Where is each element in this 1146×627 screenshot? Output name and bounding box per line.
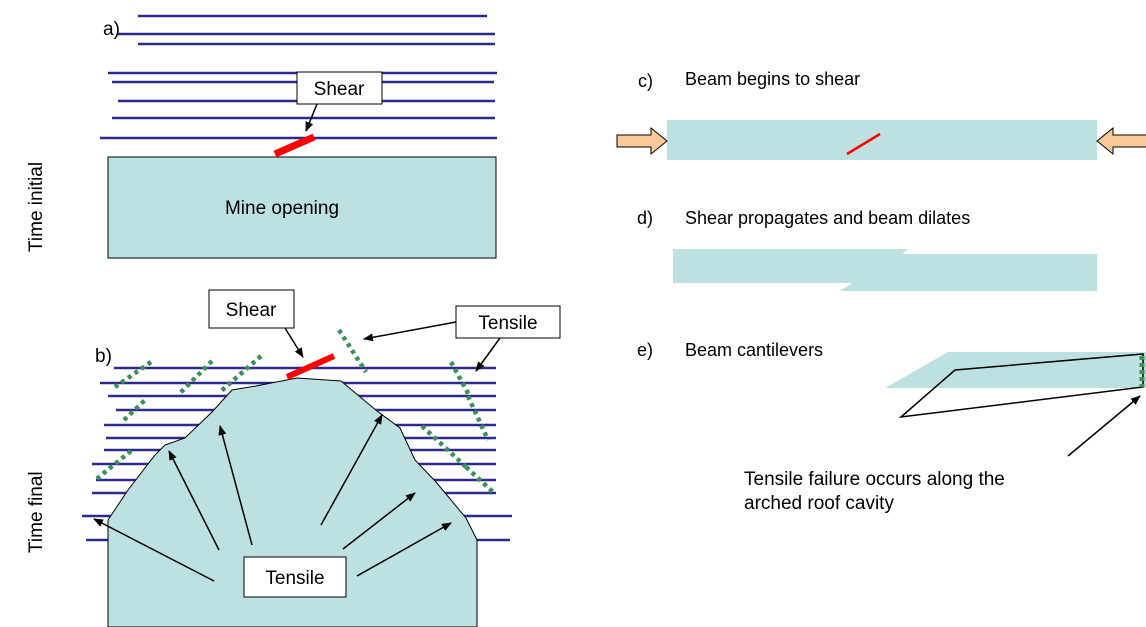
panel-d-text: Shear propagates and beam dilates bbox=[685, 208, 970, 228]
panel-e: e) Beam cantilevers Tensile failure occu… bbox=[637, 340, 1146, 514]
tensile-label-box-bottom bbox=[243, 556, 347, 598]
tensile-failure-text-1: Tensile failure occurs along the bbox=[744, 469, 1005, 490]
tensile-failure-text-2: arched roof cavity bbox=[744, 493, 894, 514]
time-final-label: Time final bbox=[26, 471, 47, 553]
panel-d-label: d) bbox=[637, 208, 653, 228]
shear-mark-a bbox=[273, 133, 316, 158]
shear-label-box-b bbox=[208, 289, 295, 329]
beam-d-left bbox=[673, 249, 908, 283]
panel-d: d) Shear propagates and beam dilates bbox=[637, 208, 1097, 291]
shear-label-a: Shear bbox=[314, 79, 365, 100]
time-initial-label: Time initial bbox=[26, 162, 47, 252]
panel-b: Shear Tensile Tensile b) bbox=[82, 289, 561, 627]
beam-c bbox=[667, 120, 1097, 160]
tensile-label-box-top bbox=[455, 305, 561, 339]
tensile-label-bottom: Tensile bbox=[265, 568, 324, 589]
panel-c: c) Beam begins to shear bbox=[616, 69, 1146, 160]
shear-mark-b bbox=[285, 353, 336, 380]
tensile-arrow-top-2 bbox=[475, 337, 501, 372]
shear-arrow-a bbox=[305, 103, 318, 132]
mine-opening bbox=[107, 156, 497, 259]
cantilever-beam bbox=[885, 352, 1146, 388]
mine-opening-label: Mine opening bbox=[225, 198, 339, 219]
panel-b-label: b) bbox=[95, 346, 112, 367]
beam-d-right bbox=[840, 254, 1097, 291]
force-arrow-right bbox=[1096, 126, 1146, 156]
shear-mark-c bbox=[846, 132, 881, 156]
tensile-cracks bbox=[92, 328, 496, 495]
arched-cavity bbox=[107, 377, 478, 627]
panel-a-label: a) bbox=[103, 19, 120, 40]
tensile-arrow-top-1 bbox=[363, 321, 457, 342]
panel-c-text: Beam begins to shear bbox=[685, 69, 860, 89]
force-arrow-left bbox=[616, 126, 668, 156]
panel-e-label: e) bbox=[637, 340, 653, 360]
tensile-label-top: Tensile bbox=[478, 313, 537, 334]
shear-label-b: Shear bbox=[226, 300, 277, 321]
shear-arrow-b bbox=[284, 327, 304, 358]
panel-e-text: Beam cantilevers bbox=[685, 340, 823, 360]
panel-c-label: c) bbox=[638, 71, 653, 91]
shear-label-box-a bbox=[296, 71, 383, 105]
radial-tensile-arrows bbox=[93, 414, 452, 582]
tensile-failure-arrow bbox=[1067, 395, 1141, 457]
panel-a: Mine opening Shear a) bbox=[100, 14, 497, 259]
